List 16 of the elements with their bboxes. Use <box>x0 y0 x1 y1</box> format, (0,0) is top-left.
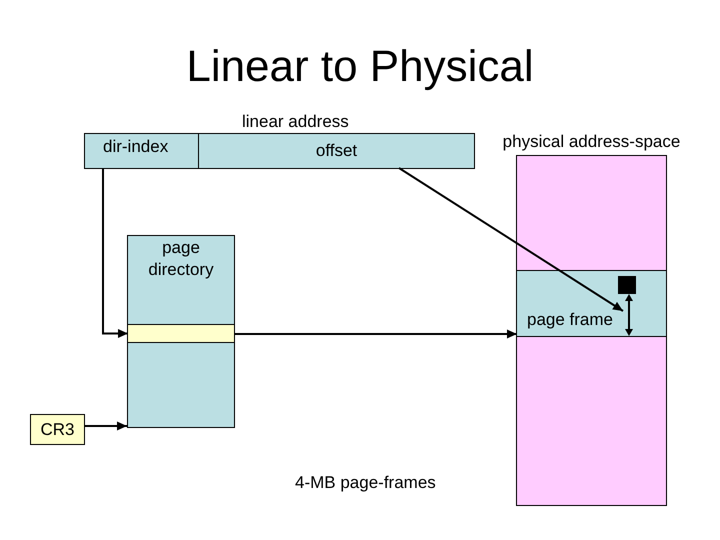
arrow <box>102 168 128 338</box>
register-label: CR3 <box>40 420 74 440</box>
arrow <box>85 422 127 430</box>
diagram-title: Linear to Physical <box>186 42 534 92</box>
note-text: 4-MB page-frames <box>295 473 436 493</box>
arrow <box>234 330 517 338</box>
column-label: page directory <box>148 237 214 281</box>
register-box <box>30 414 85 445</box>
table-entry <box>128 324 234 343</box>
field-label: dir-index <box>103 137 168 157</box>
column-heading: physical address-space <box>502 132 680 152</box>
field-label: offset <box>316 141 358 161</box>
table-column <box>127 235 235 428</box>
band-label: page frame <box>527 310 613 330</box>
page-frame-band <box>517 270 666 337</box>
bar-heading: linear address <box>242 112 349 132</box>
